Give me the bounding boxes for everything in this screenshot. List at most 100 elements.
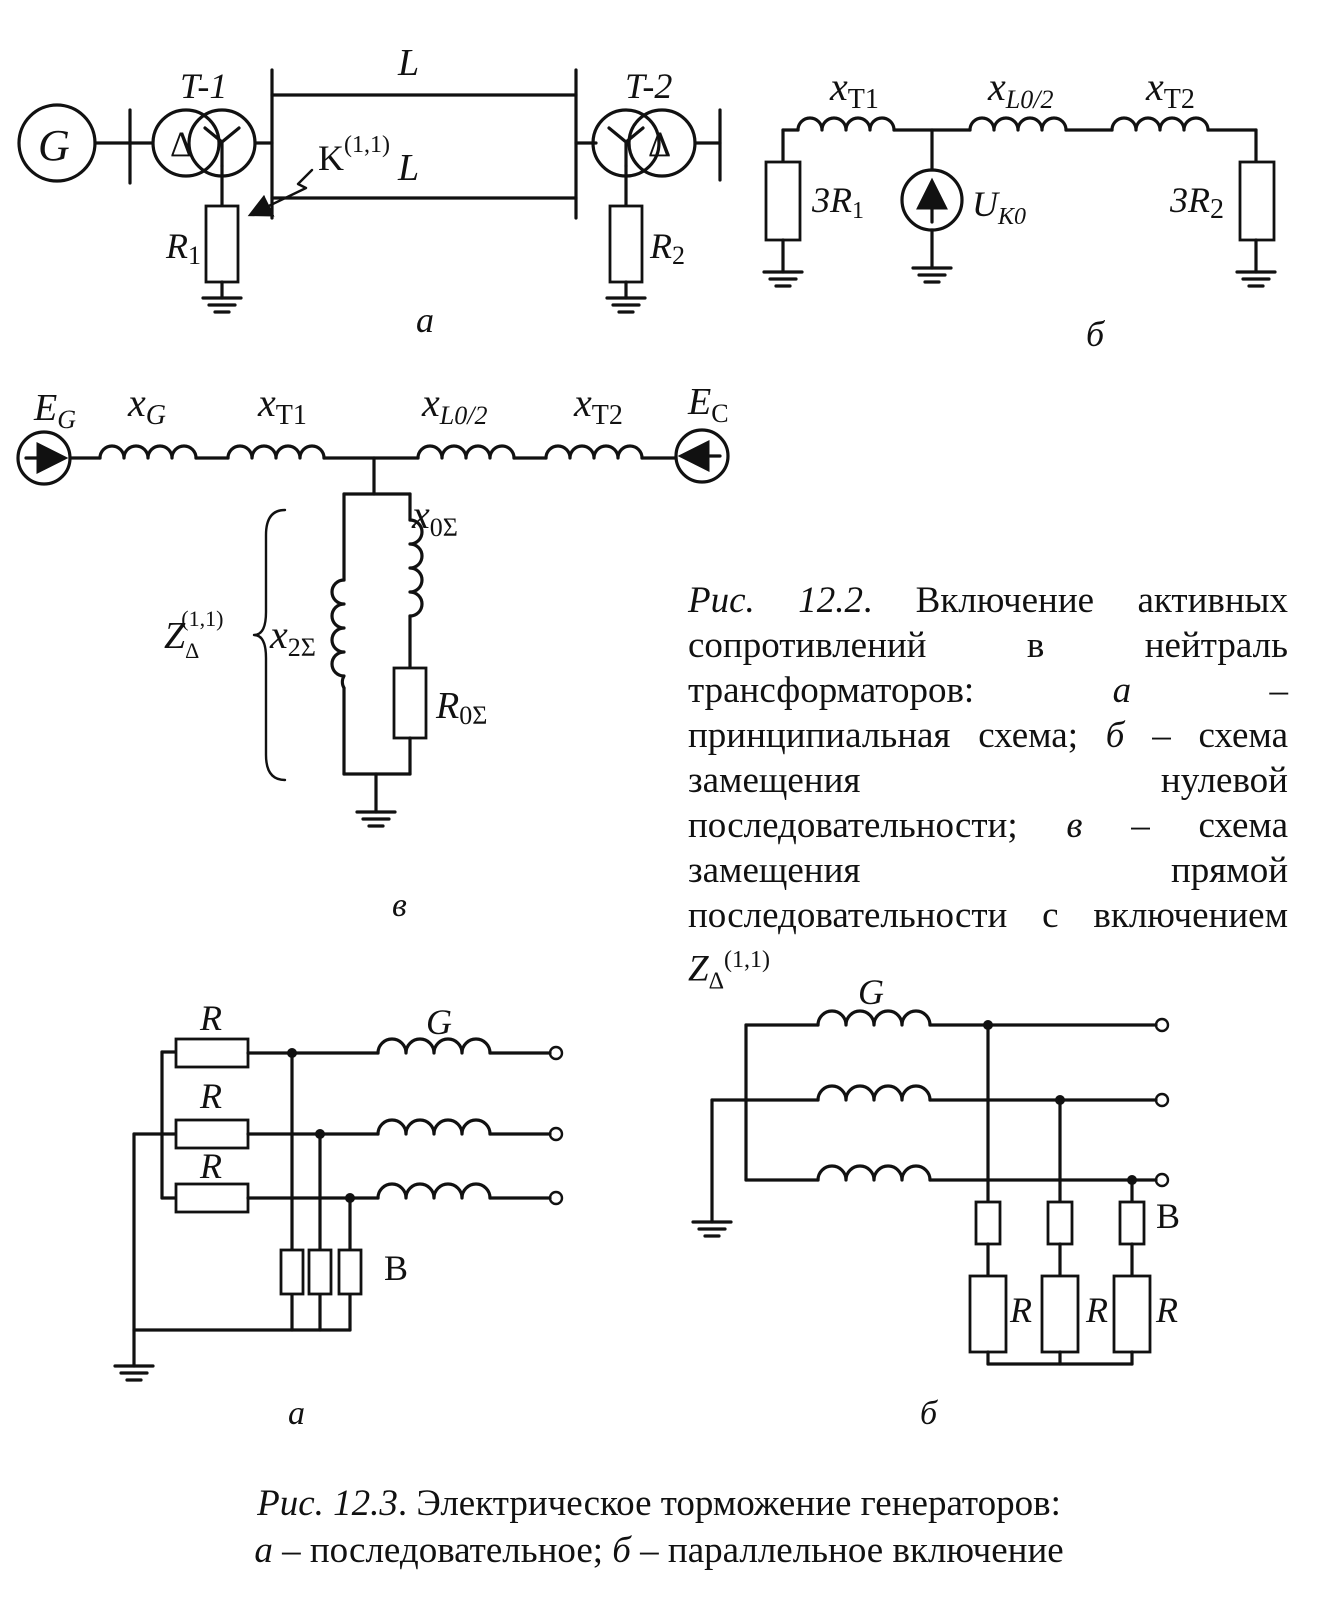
svg-text:x2Σ: x2Σ — [269, 612, 316, 662]
panel-label-b: б — [920, 1395, 939, 1432]
ground-symbol — [355, 810, 397, 828]
ground-symbol — [605, 296, 647, 314]
svg-text:G: G — [426, 1002, 452, 1042]
generator-winding — [816, 1084, 932, 1102]
figure-caption-12-2: Рис. 12.2. Включение активных сопротивле… — [688, 580, 1289, 995]
svg-text:3R2: 3R2 — [1169, 180, 1224, 225]
ground-symbol — [911, 266, 953, 284]
generator-winding — [816, 1164, 932, 1182]
panel-label-a: а — [416, 300, 434, 340]
svg-text:Δ: Δ — [648, 124, 671, 164]
breaker-b — [307, 1248, 333, 1296]
breaker-b — [974, 1200, 1002, 1246]
svg-text:R: R — [199, 1146, 222, 1186]
line-label-bottom: L — [397, 147, 419, 189]
svg-text:xL0/2: xL0/2 — [987, 64, 1053, 114]
svg-text:B: B — [384, 1248, 408, 1288]
svg-text:EG: EG — [33, 387, 76, 434]
source-ec — [674, 428, 730, 484]
resistor-r — [1112, 1274, 1152, 1354]
terminal — [548, 1045, 564, 1061]
inductor-x0sum — [408, 518, 424, 618]
ground-symbol — [762, 270, 804, 288]
svg-text:x0Σ: x0Σ — [411, 492, 458, 542]
fig12-2-v-positive-sequence: EG xG xT1 xL0/2 xT2 EC ZΔ(1,1) x2Σ x0Σ R… — [16, 380, 730, 924]
inductor-xt1 — [226, 444, 326, 460]
breaker-b — [337, 1248, 363, 1296]
svg-text:xT2: xT2 — [1145, 64, 1195, 115]
figure-caption-12-3: Рис. 12.3. Электрическое торможение гене… — [254, 1483, 1064, 1571]
svg-text:R0Σ: R0Σ — [435, 685, 487, 730]
svg-text:xG: xG — [127, 380, 166, 431]
fig12-2-b-zero-sequence: 3R1 UK0 3R2 xT1 xL0/2 xT2 б — [762, 64, 1277, 354]
resistor-r-bot — [174, 1182, 250, 1214]
resistor-3r1 — [764, 160, 802, 242]
svg-text:G: G — [858, 972, 884, 1012]
resistor-3r2 — [1238, 160, 1276, 242]
svg-text:xT1: xT1 — [829, 64, 879, 115]
breaker-b — [1118, 1200, 1146, 1246]
svg-text:R: R — [1155, 1290, 1178, 1330]
panel-label-b: б — [1086, 314, 1106, 354]
line-label-top: L — [397, 42, 419, 84]
inductor-xt2 — [544, 444, 644, 460]
inductor-x2sum — [330, 578, 346, 690]
ground-symbol — [1235, 270, 1277, 288]
breaker-b — [1046, 1200, 1074, 1246]
fig12-3-b-parallel: G B R R R б — [691, 972, 1180, 1432]
generator-label: G — [38, 121, 70, 170]
terminal — [548, 1126, 564, 1142]
resistor-r2 — [608, 204, 644, 284]
ground-symbol — [691, 1220, 733, 1238]
terminal — [548, 1190, 564, 1206]
terminal — [1154, 1017, 1170, 1033]
resistor-r-top — [174, 1037, 250, 1069]
resistor-r-mid — [174, 1118, 250, 1150]
inductor-xt2 — [1110, 116, 1210, 132]
panel-label-a: а — [288, 1395, 305, 1432]
transformer-t1: Δ — [151, 108, 257, 178]
resistor-r0sum — [392, 666, 428, 740]
terminal — [1154, 1092, 1170, 1108]
fault-label: K(1,1) — [318, 132, 390, 178]
resistor-r — [968, 1274, 1008, 1354]
svg-text:R1: R1 — [165, 226, 201, 270]
generator-winding — [376, 1037, 492, 1055]
brace-z — [252, 508, 287, 782]
svg-text:R2: R2 — [649, 226, 685, 270]
resistor-r1 — [204, 204, 240, 284]
svg-text:R: R — [199, 998, 222, 1038]
svg-text:ZΔ(1,1): ZΔ(1,1) — [164, 606, 223, 663]
svg-text:xL0/2: xL0/2 — [421, 380, 487, 430]
svg-text:3R1: 3R1 — [811, 180, 864, 224]
fig12-3-a-series: R R R G B а — [113, 998, 564, 1432]
svg-text:EC: EC — [687, 381, 729, 428]
inductor-xl — [968, 116, 1068, 132]
transformer-t2: Δ — [591, 108, 697, 178]
generator-winding — [376, 1182, 492, 1200]
ground-symbol — [113, 1364, 155, 1382]
svg-text:UK0: UK0 — [972, 184, 1026, 230]
svg-text:Δ: Δ — [170, 124, 193, 164]
svg-text:R: R — [1085, 1290, 1108, 1330]
resistor-r — [1040, 1274, 1080, 1354]
svg-text:xT2: xT2 — [573, 380, 623, 431]
svg-text:R: R — [199, 1076, 222, 1116]
breaker-b — [279, 1248, 305, 1296]
fault-arrow — [247, 168, 314, 217]
inductor-xt1 — [796, 116, 896, 132]
svg-text:xT1: xT1 — [257, 380, 307, 431]
generator-winding — [376, 1118, 492, 1136]
ground-symbol — [201, 296, 243, 314]
svg-text:R: R — [1009, 1290, 1032, 1330]
terminal — [1154, 1172, 1170, 1188]
t1-label: T-1 — [180, 66, 227, 106]
inductor-xg — [98, 444, 198, 460]
t2-label: T-2 — [625, 66, 672, 106]
panel-label-v: в — [392, 887, 407, 924]
generator-winding — [816, 1009, 932, 1027]
inductor-xl — [416, 444, 516, 460]
svg-text:B: B — [1156, 1196, 1180, 1236]
